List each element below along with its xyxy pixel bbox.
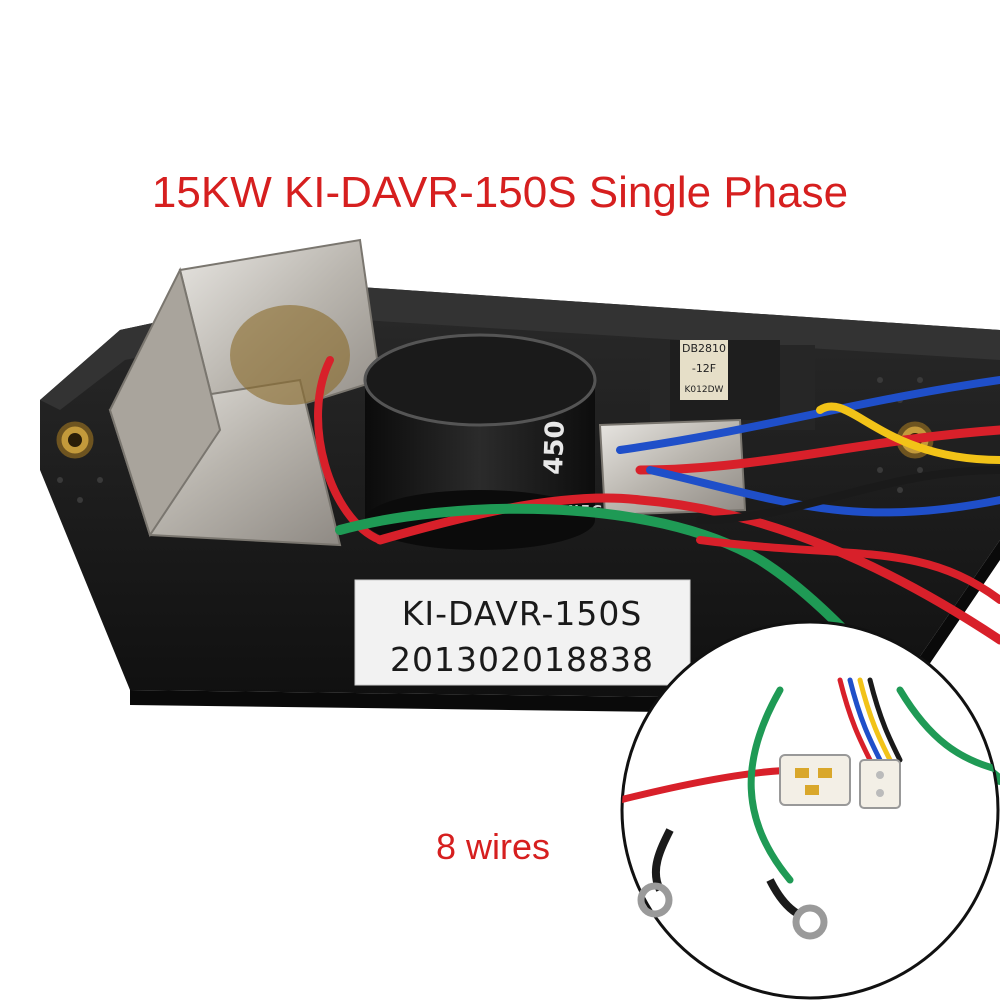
label-serial: 201302018838	[390, 640, 654, 679]
connector-plug-a	[779, 754, 851, 806]
transformer: DB2810 -12F K012DW	[650, 340, 815, 430]
transformer-label-1: DB2810	[682, 342, 726, 355]
transformer-label-3: K012DW	[685, 385, 724, 395]
transformer-label-2: -12F	[692, 362, 716, 375]
product-headline: 15KW KI-DAVR-150S Single Phase	[151, 168, 849, 217]
capacitor-rating: 450	[539, 420, 571, 475]
label-model: KI-DAVR-150S	[401, 594, 643, 633]
product-label-sticker	[354, 579, 691, 686]
heat-sink-bracket	[108, 238, 382, 547]
connector-inset	[620, 620, 1000, 1000]
wire-bundle	[314, 356, 1000, 785]
ring-terminal-right	[792, 904, 828, 940]
ring-terminal-left	[637, 882, 673, 918]
wires-caption: 8 wires	[436, 826, 551, 867]
connector-plug-b	[859, 759, 901, 809]
